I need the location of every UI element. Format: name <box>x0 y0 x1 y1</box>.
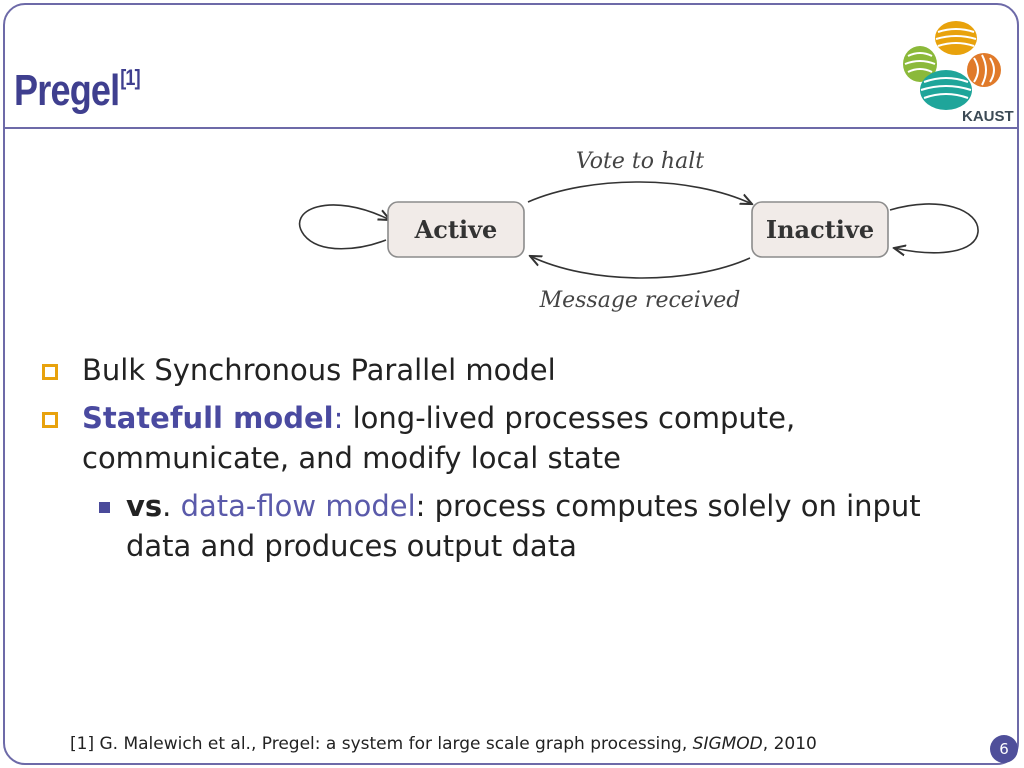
title-divider <box>5 127 1017 129</box>
sub-bullet-vs: vs <box>126 489 163 523</box>
inactive-self-loop <box>889 203 979 253</box>
sub-bullet-item: vs. data-flow model: process computes so… <box>99 486 956 566</box>
bullet-list: Bulk Synchronous Parallel model Stateful… <box>42 350 942 566</box>
slide-frame <box>3 3 1019 765</box>
kaust-logo <box>903 21 1001 110</box>
inactive-state-label: Inactive <box>766 215 874 244</box>
slide-title-text: Pregel <box>14 66 120 115</box>
filled-square-bullet-icon <box>99 502 110 513</box>
bullet-colon: : <box>333 401 344 435</box>
title-reference: [1] <box>120 65 140 91</box>
square-bullet-icon <box>42 364 58 380</box>
bullet-emphasis: Statefull model <box>82 401 334 435</box>
message-received-label: Message received <box>539 288 741 313</box>
footnote-prefix: [1] G. Malewich et al., Pregel: a system… <box>70 734 693 754</box>
page-number-badge: 6 <box>990 735 1018 763</box>
message-received-edge <box>530 256 751 279</box>
vote-to-halt-edge <box>527 181 752 204</box>
sub-bullet-text: : process computes solely on input data … <box>126 489 921 563</box>
sub-bullet-emphasis: data-flow model <box>180 489 416 523</box>
footnote-venue: SIGMOD <box>692 734 763 754</box>
logo-teal-petal <box>920 70 972 110</box>
bullet-item: Statefull model: long-lived processes co… <box>42 398 942 478</box>
state-diagram: Active Inactive Vote to halt Message rec… <box>298 149 979 313</box>
active-self-loop <box>298 204 390 250</box>
active-state-node <box>387 201 525 258</box>
bullet-text: Bulk Synchronous Parallel model <box>82 353 556 387</box>
bullet-text: long-lived processes compute, communicat… <box>82 401 796 475</box>
inactive-state-node <box>751 201 889 258</box>
bullet-item: Bulk Synchronous Parallel model <box>42 350 942 390</box>
footnote-suffix: , 2010 <box>762 734 817 754</box>
footnote-citation: [1] G. Malewich et al., Pregel: a system… <box>70 734 817 754</box>
slide-title: Pregel[1] <box>14 65 141 116</box>
square-bullet-icon <box>42 412 58 428</box>
vote-to-halt-label: Vote to halt <box>576 149 704 174</box>
active-state-label: Active <box>414 215 498 244</box>
sub-bullet-dot: . <box>162 489 181 523</box>
logo-wordmark: KAUST <box>962 108 1014 125</box>
